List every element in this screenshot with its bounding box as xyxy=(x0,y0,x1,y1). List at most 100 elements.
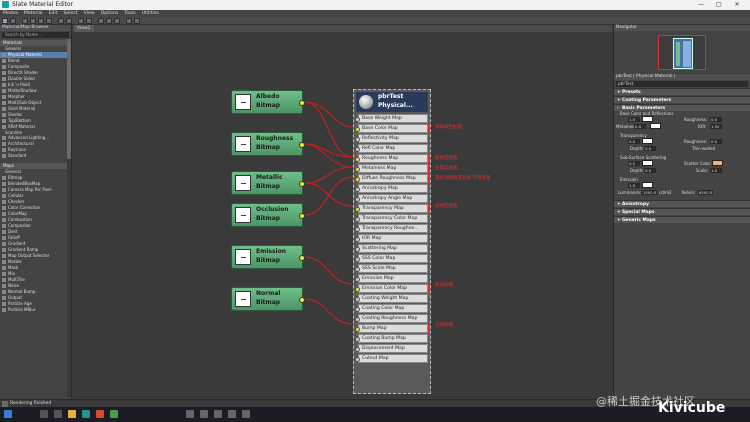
slot-coating-weight-map[interactable]: Coating Weight Map xyxy=(355,294,428,303)
app-icon[interactable] xyxy=(242,410,250,418)
list-item[interactable]: Color Correction xyxy=(0,205,67,211)
emission-color-swatch[interactable] xyxy=(642,182,653,188)
list-item[interactable]: Composite xyxy=(0,64,67,70)
menu-options[interactable]: Options xyxy=(100,11,119,16)
slot-sss-scale-map[interactable]: SSS Scale Map xyxy=(355,264,428,273)
material-node-header[interactable]: pbrTest Physical... xyxy=(356,92,428,112)
slot-diffuse-roughness-map[interactable]: Diffuse Roughness Map xyxy=(355,173,429,184)
list-item[interactable]: MultiTile xyxy=(0,277,67,283)
minimize-button[interactable]: — xyxy=(698,1,704,8)
luminance-field[interactable]: 1500.0 xyxy=(642,190,657,195)
menu-material[interactable]: Material xyxy=(23,11,43,16)
search-input[interactable]: Search by Name ... xyxy=(2,32,69,38)
list-item[interactable]: Architectural xyxy=(0,141,67,147)
list-item[interactable]: Shellac xyxy=(0,112,67,118)
kelvin-field[interactable]: 6500.0 xyxy=(698,190,713,195)
list-item[interactable]: Compositor xyxy=(0,223,67,229)
hide-browser-icon[interactable] xyxy=(106,18,112,24)
input-port[interactable] xyxy=(355,166,360,172)
output-port[interactable] xyxy=(299,213,305,219)
group-materials[interactable]: Materials xyxy=(0,40,67,46)
input-port[interactable] xyxy=(355,266,360,272)
list-item[interactable]: Bitmap xyxy=(0,175,67,181)
show-map-icon[interactable] xyxy=(58,18,64,24)
slot-bump-map[interactable]: Bump Map xyxy=(355,323,429,334)
list-item[interactable]: Shell Material xyxy=(0,106,67,112)
scale-field[interactable]: 1.0 xyxy=(710,168,722,173)
node-view[interactable]: Albedo Bitmap Roughness Bitmap Metallic … xyxy=(73,32,612,399)
slot-coating-roughness-map[interactable]: Coating Roughness Map xyxy=(355,314,428,323)
input-port[interactable] xyxy=(355,346,360,352)
input-port[interactable] xyxy=(355,136,360,142)
list-item[interactable]: Physical Material xyxy=(0,51,67,58)
slot-anisotropy-angle-map[interactable]: Anisotropy Angle Map xyxy=(355,194,428,203)
slot-base-weight-map[interactable]: Base Weight Map xyxy=(355,114,428,123)
input-port[interactable] xyxy=(355,336,360,342)
input-port[interactable] xyxy=(355,176,360,182)
list-item[interactable]: Multi/Sub-Object xyxy=(0,100,67,106)
maximize-button[interactable]: □ xyxy=(716,1,722,8)
slot-sss-color-map[interactable]: SSS Color Map xyxy=(355,254,428,263)
slot-coating-color-map[interactable]: Coating Color Map xyxy=(355,304,428,313)
show-background-icon[interactable] xyxy=(66,18,72,24)
scrollbar-thumb[interactable] xyxy=(67,39,71,159)
group-maps[interactable]: Maps xyxy=(0,163,67,169)
subgroup-maps-general[interactable]: General xyxy=(5,169,21,174)
navigator-viewport[interactable] xyxy=(658,35,706,70)
app-icon[interactable] xyxy=(200,410,208,418)
output-port[interactable] xyxy=(299,297,305,303)
rollout-special-maps[interactable]: Special Maps xyxy=(614,208,750,216)
bitmap-node-albedo[interactable]: Albedo Bitmap xyxy=(231,90,305,114)
list-item[interactable]: Blend xyxy=(0,58,67,64)
transparency-color-swatch[interactable] xyxy=(642,138,653,144)
input-port[interactable] xyxy=(355,286,360,292)
input-port[interactable] xyxy=(355,196,360,202)
bitmap-node-emission[interactable]: Emission Bitmap xyxy=(231,245,305,269)
input-port[interactable] xyxy=(355,356,360,362)
app-icon[interactable] xyxy=(110,410,118,418)
output-port[interactable] xyxy=(299,181,305,187)
input-port[interactable] xyxy=(355,236,360,242)
list-item[interactable]: Gradient Ramp xyxy=(0,247,67,253)
menu-tools[interactable]: Tools xyxy=(124,11,136,16)
rollout-coating-parameters[interactable]: Coating Parameters xyxy=(614,96,750,104)
layout-all-icon[interactable] xyxy=(78,18,84,24)
list-item[interactable]: Combustion xyxy=(0,217,67,223)
input-port[interactable] xyxy=(355,326,360,332)
bitmap-node-roughness[interactable]: Roughness Bitmap xyxy=(231,132,305,156)
slot-anisotropy-map[interactable]: Anisotropy Map xyxy=(355,184,428,193)
slot-emission-color-map[interactable]: Emission Color Map xyxy=(355,283,429,294)
file-explorer-icon[interactable] xyxy=(68,410,76,418)
list-item[interactable]: Dent xyxy=(0,229,67,235)
list-item[interactable]: Gradient xyxy=(0,241,67,247)
rollout-generic-maps[interactable]: Generic Maps xyxy=(614,216,750,224)
rollout-anisotropy[interactable]: Anisotropy xyxy=(614,200,750,208)
input-port[interactable] xyxy=(355,146,360,152)
menu-utilities[interactable]: Utilities xyxy=(141,11,159,16)
app-3dsmax-icon[interactable] xyxy=(82,410,90,418)
slot-transparency-color-map[interactable]: Transparency Color Map xyxy=(355,214,428,223)
list-item[interactable]: Camera Map Per Pixel xyxy=(0,187,67,193)
sss-depth-field[interactable]: 0.0 xyxy=(644,168,656,173)
list-item[interactable]: Morpher xyxy=(0,94,67,100)
material-name-field[interactable]: pbrTest xyxy=(616,81,748,87)
pick-material-icon[interactable] xyxy=(10,18,16,24)
put-to-scene-icon[interactable] xyxy=(22,18,28,24)
search-icon[interactable] xyxy=(40,410,48,418)
list-item[interactable]: Mix xyxy=(0,271,67,277)
list-item[interactable]: Noise xyxy=(0,283,67,289)
thin-walled-checkbox[interactable]: Thin-walled xyxy=(692,146,716,151)
subgroup-scanline[interactable]: Scanline xyxy=(5,129,22,135)
list-item[interactable]: Mask xyxy=(0,265,67,271)
assign-selection-icon[interactable] xyxy=(30,18,36,24)
base-color-swatch[interactable] xyxy=(642,116,653,122)
menu-modes[interactable]: Modes xyxy=(3,11,18,16)
sss-weight-field[interactable]: 0.0 xyxy=(628,161,640,166)
rollout-presets[interactable]: Presets xyxy=(614,88,750,96)
app-icon[interactable] xyxy=(214,410,222,418)
material-id-icon[interactable] xyxy=(98,18,104,24)
list-item[interactable]: Advanced Lighting... xyxy=(0,135,67,141)
input-port[interactable] xyxy=(355,156,360,162)
list-item[interactable]: DirectX Shader xyxy=(0,70,67,76)
emission-weight-field[interactable]: 1.0 xyxy=(628,183,640,188)
